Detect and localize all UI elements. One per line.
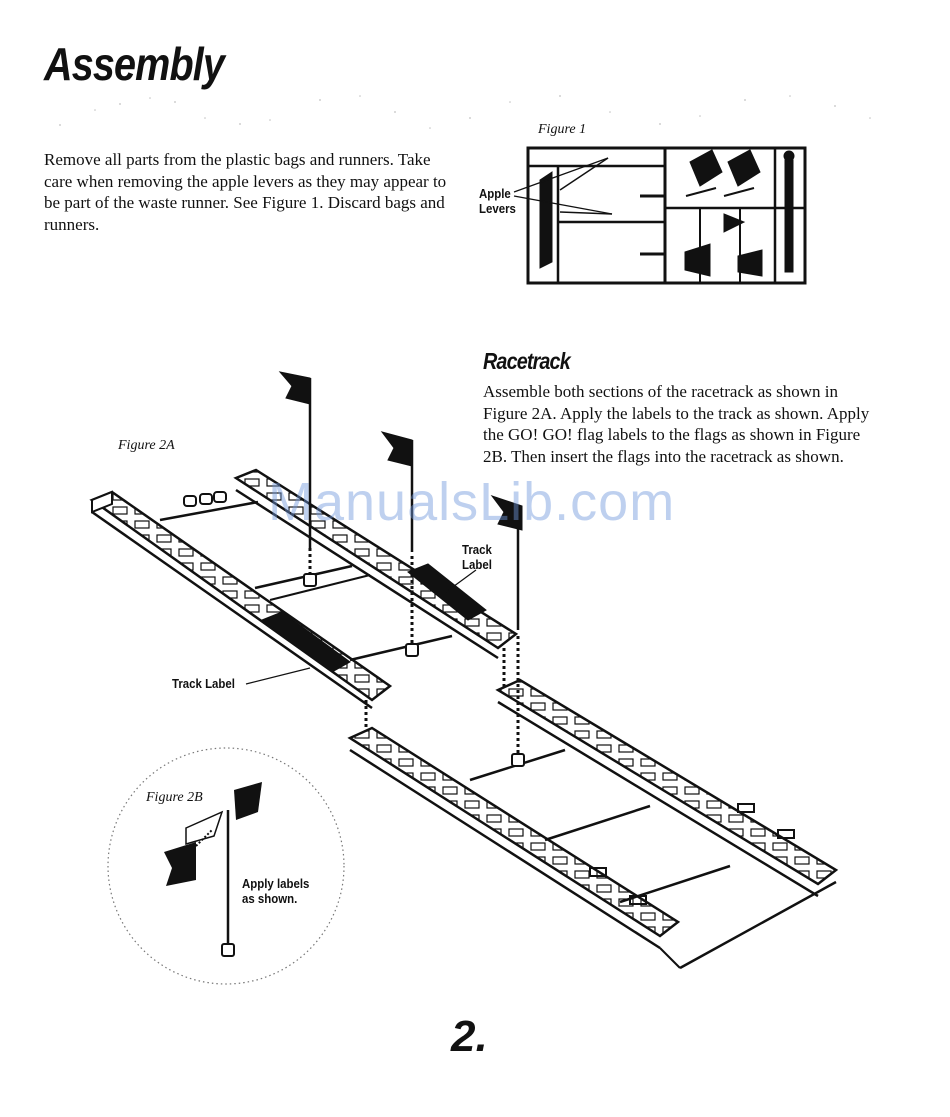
figure2b-inset bbox=[107, 747, 345, 985]
figure1-caption: Figure 1 bbox=[538, 122, 587, 137]
intro-paragraph: Remove all parts from the plastic bags a… bbox=[44, 150, 447, 234]
racetrack-section-lower bbox=[347, 678, 839, 970]
section-heading-racetrack: Racetrack bbox=[483, 348, 571, 374]
divider-speckle bbox=[59, 95, 871, 129]
track-label-leaders bbox=[245, 569, 477, 685]
flag-pole-left bbox=[278, 371, 317, 587]
figure1-leader-lines bbox=[513, 157, 613, 215]
figure1-runner bbox=[526, 146, 807, 285]
flag-pole-right bbox=[490, 495, 525, 767]
figure2a-caption: Figure 2A bbox=[118, 438, 175, 453]
figure1-callout-apple-levers: Apple Levers bbox=[479, 186, 516, 216]
figure2b-caption: Figure 2B bbox=[146, 790, 203, 805]
section-join-guides bbox=[364, 648, 506, 730]
racetrack-section-upper bbox=[89, 468, 519, 710]
racetrack-paragraph: Assemble both sections of the racetrack … bbox=[483, 382, 870, 466]
page-title: Assembly bbox=[44, 38, 225, 90]
track-label-callout-lower: Track Label bbox=[172, 676, 235, 691]
page-number: 2. bbox=[451, 1012, 488, 1061]
figure2b-callout: Apply labels as shown. bbox=[242, 876, 310, 906]
track-label-callout-upper: Track Label bbox=[462, 542, 492, 572]
flag-pole-middle bbox=[380, 431, 419, 657]
watermark: ManualsLib.com bbox=[268, 472, 676, 532]
